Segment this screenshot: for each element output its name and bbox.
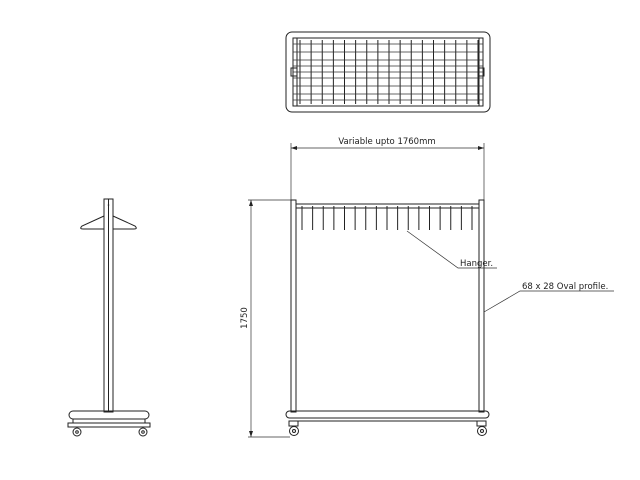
height-dimension-label: 1750: [240, 307, 250, 329]
hanger-callout: Hanger.: [406, 230, 497, 269]
profile-callout: 68 x 28 Oval profile.: [483, 282, 614, 313]
height-dimension: 1750: [240, 199, 291, 438]
side-base-plate: [67, 422, 151, 428]
top-view-bracket-left: [290, 67, 298, 77]
hanger-callout-label: Hanger.: [460, 259, 493, 269]
top-view-bracket-right: [477, 67, 485, 77]
width-dimension-label: Variable upto 1760mm: [338, 137, 435, 147]
caster-left: [288, 420, 299, 436]
top-view-outer-frame: [285, 31, 491, 113]
top-view: [285, 31, 491, 113]
top-view-grid: [293, 40, 483, 104]
side-hanger: [80, 215, 137, 230]
width-dimension: Variable upto 1760mm: [290, 137, 485, 200]
front-view: [285, 199, 490, 436]
base-rail: [285, 410, 490, 419]
side-view: [67, 198, 151, 437]
left-upright: [290, 199, 297, 413]
caster-right: [476, 420, 487, 436]
right-upright: [478, 199, 485, 413]
side-base: [68, 410, 150, 420]
side-caster-right: [138, 427, 148, 437]
hangers: [301, 206, 473, 230]
profile-callout-label: 68 x 28 Oval profile.: [522, 282, 608, 292]
side-caster-left: [72, 427, 82, 437]
